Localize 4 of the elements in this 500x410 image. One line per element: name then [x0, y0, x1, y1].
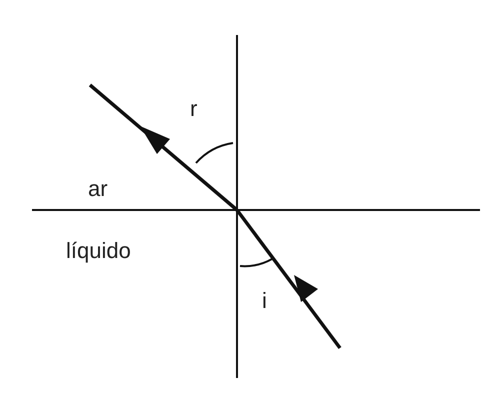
medium-label: líquido	[66, 240, 131, 262]
medium-label: ar	[88, 178, 108, 200]
angle-label: i	[262, 290, 267, 312]
angle-label: r	[190, 98, 198, 120]
